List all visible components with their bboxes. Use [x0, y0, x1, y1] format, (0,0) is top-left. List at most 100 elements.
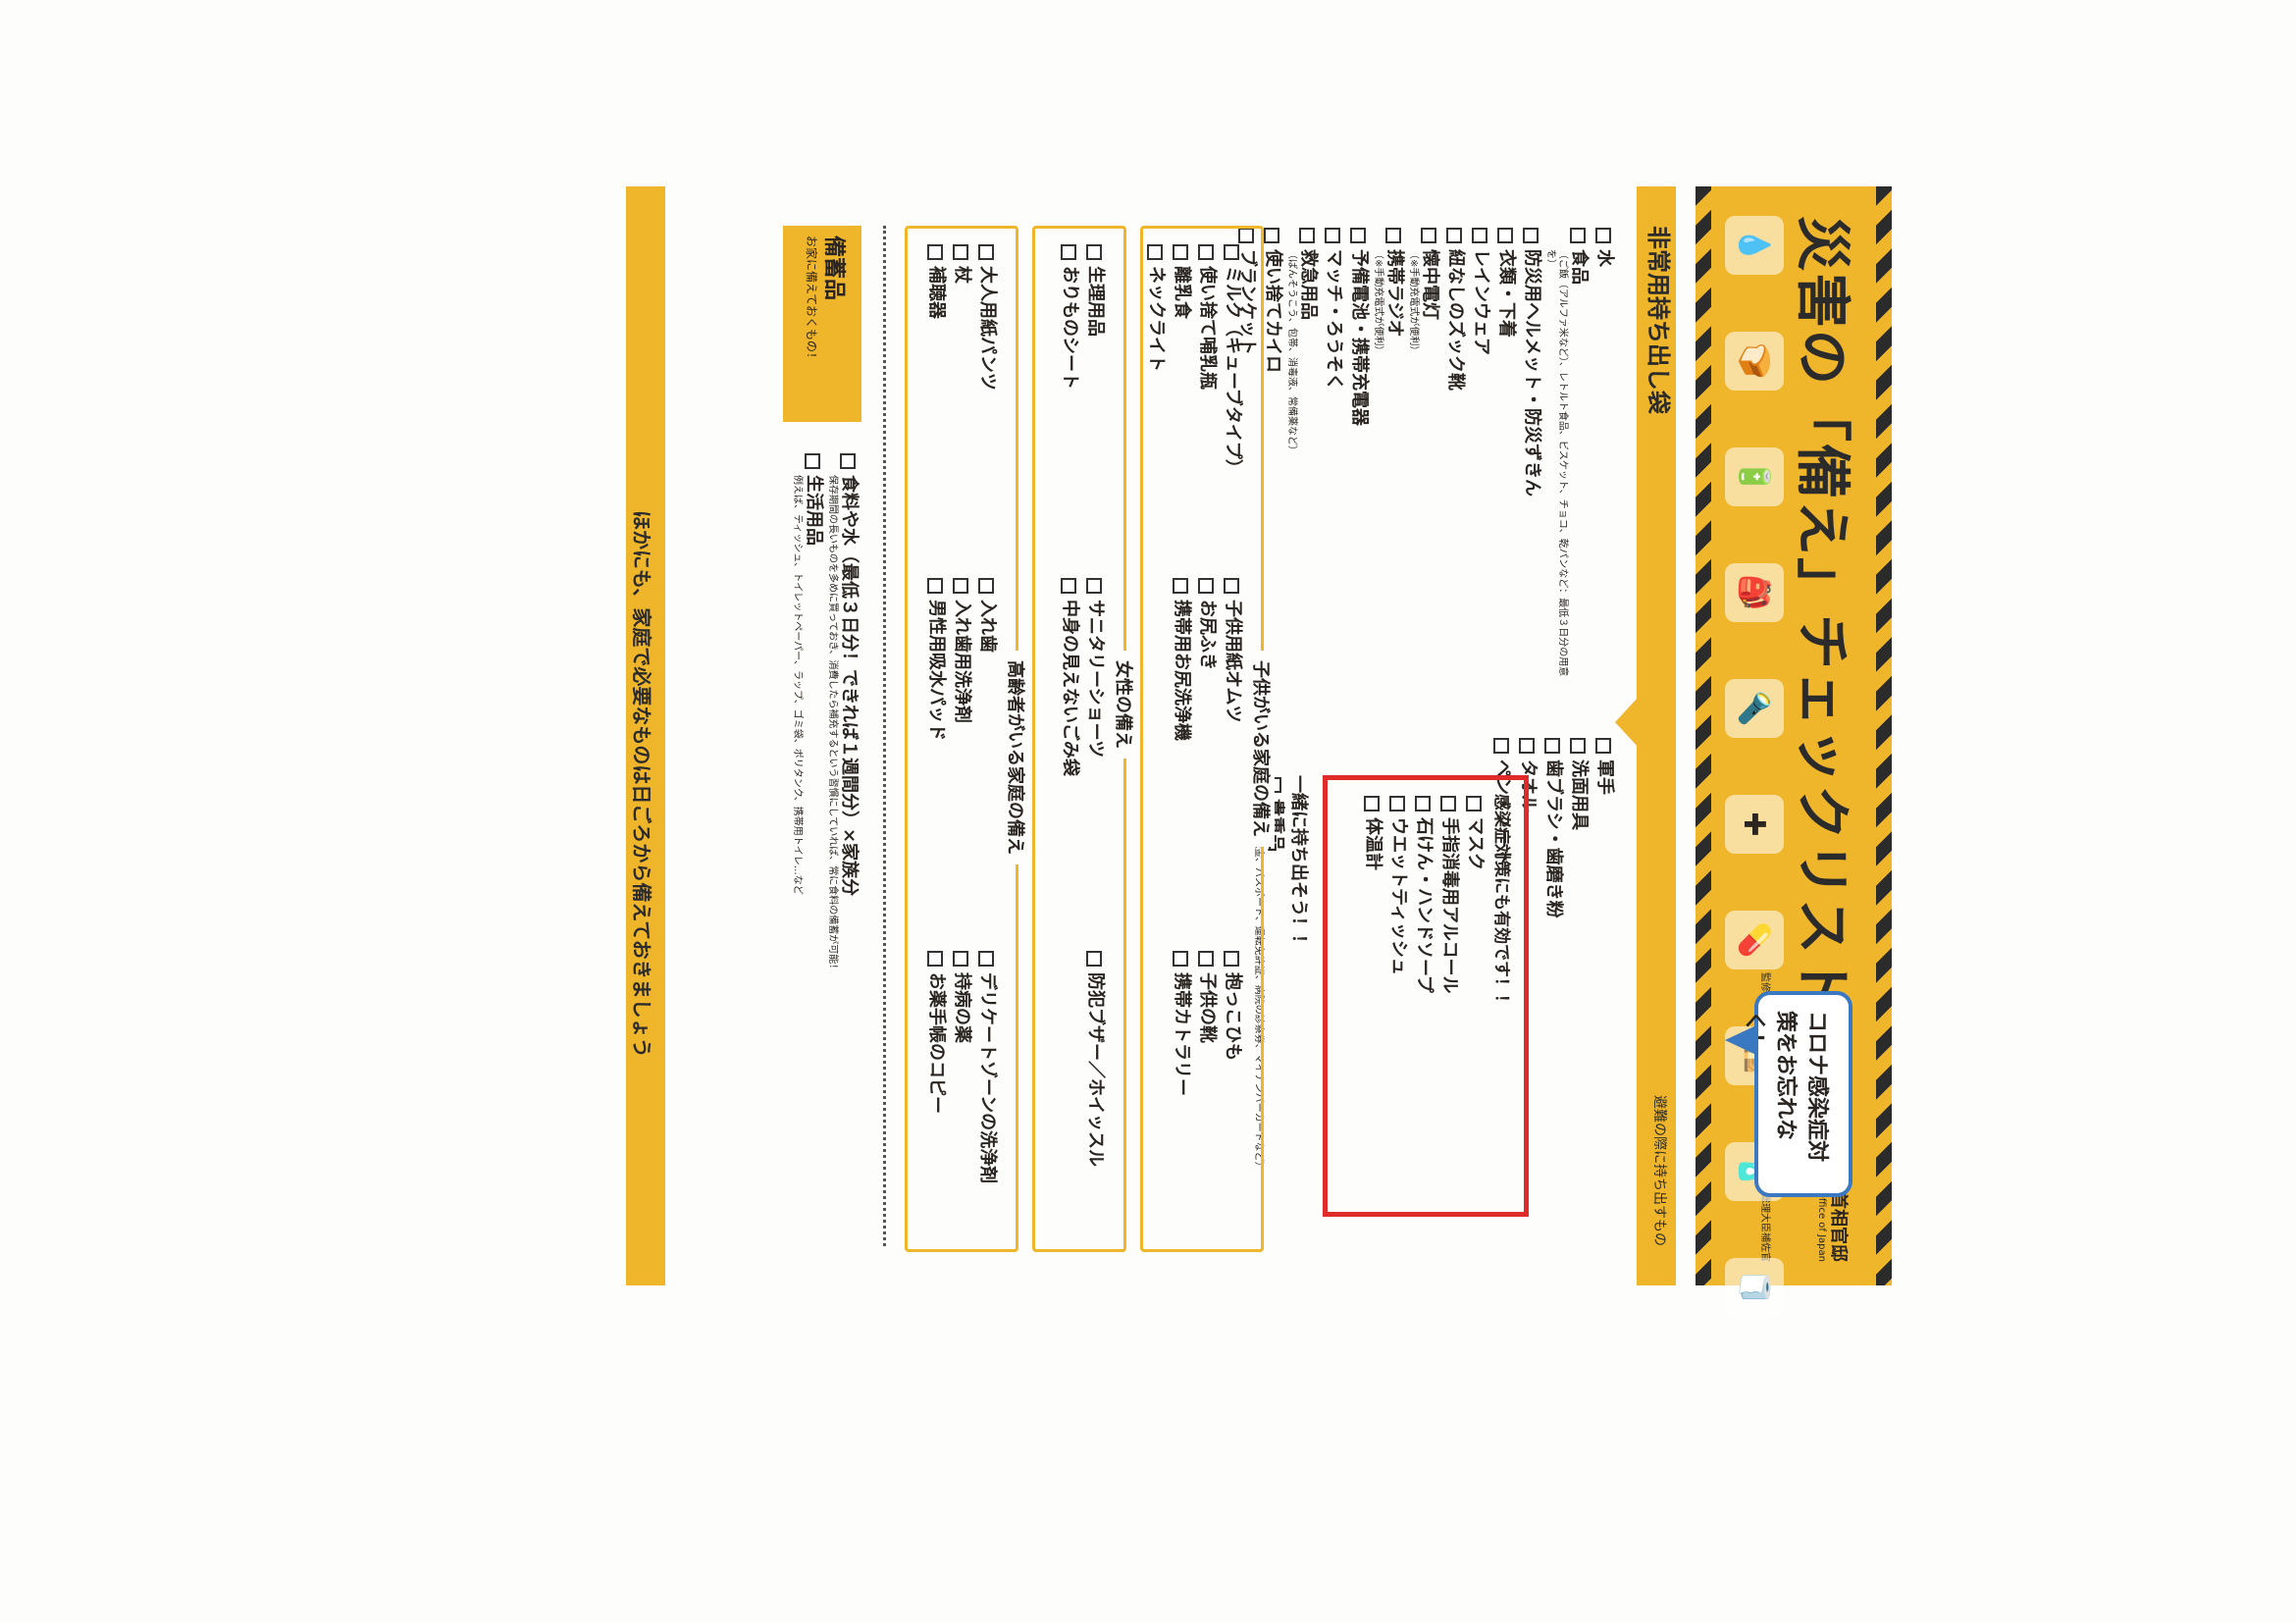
item-note: （※手動充電式が便利）	[1373, 249, 1383, 356]
item-label: デリケートゾーンの洗浄剤	[977, 972, 998, 1184]
checklist-item[interactable]: 防犯ブザー／ホイッスル	[1082, 949, 1108, 1243]
section-title: 非常用持ち出し袋	[1644, 226, 1672, 414]
family-elderly-box: 高齢者がいる家庭の備え 大人用紙パンツ 入れ歯 デリケートゾーンの洗浄剤 杖 入…	[905, 226, 1029, 1252]
checklist-item[interactable]: 紐なしのズック靴	[1442, 226, 1468, 677]
item-label: 持病の薬	[952, 972, 972, 1043]
checklist-item[interactable]: 入れ歯用洗浄剤	[949, 576, 974, 949]
item-label: 補聴器	[926, 266, 947, 319]
checklist-item[interactable]: 洗面用具	[1566, 736, 1592, 1246]
checklist-item[interactable]: 抱っこひも	[1220, 949, 1245, 1243]
checklist-item[interactable]: 子供用紙オムツ	[1220, 576, 1245, 949]
checklist-item[interactable]: 予備電池・携帯充電器	[1346, 226, 1372, 677]
medicine-icon: 💊	[1725, 911, 1784, 969]
emergency-bag-list-1: 水 食品（ご飯（アルファ米など）、レトルト食品、ビスケット、チョコ、乾パンなど：…	[1234, 226, 1617, 677]
item-label: 体温計	[1363, 817, 1383, 870]
item-label: 予備電池・携帯充電器	[1349, 249, 1370, 426]
checklist-item[interactable]: ウエットティッシュ	[1385, 794, 1411, 1212]
checklist-item[interactable]: 救急用品（ばんそうこう、包帯、消毒液、常備薬など）	[1285, 226, 1321, 677]
family-women-box: 女性の備え 生理用品 サニタリーショーツ 防犯ブザー／ホイッスル おりものシート…	[1032, 226, 1137, 1252]
item-label: 子供の靴	[1197, 972, 1218, 1043]
item-label: 防犯ブザー／ホイッスル	[1085, 972, 1106, 1167]
checklist-item[interactable]: 入れ歯	[974, 576, 1000, 949]
family-title: 高齢者がいる家庭の備え	[1004, 651, 1029, 864]
item-note: （ご飯（アルファ米など）、レトルト食品、ビスケット、チョコ、乾パンなど：最低３日…	[1545, 249, 1568, 677]
hazard-stripe	[1876, 186, 1892, 1285]
item-label: マッチ・ろうそく	[1324, 249, 1344, 391]
hazard-stripe	[1696, 186, 1711, 1285]
item-label: 生理用品	[1085, 266, 1106, 337]
family-title: 子供がいる家庭の備え	[1249, 651, 1275, 847]
checklist-item[interactable]: 携帯ラジオ（※手動充電式が便利）	[1372, 226, 1407, 677]
checklist-item[interactable]: 軍手	[1592, 736, 1617, 1246]
checklist-item[interactable]: 歯ブラシ・歯磨き粉	[1540, 736, 1566, 1246]
checklist-item[interactable]: マッチ・ろうそく	[1321, 226, 1346, 677]
flashlight-icon: 🔦	[1725, 679, 1784, 738]
checklist-item[interactable]: 石けん・ハンドソープ	[1411, 794, 1436, 1212]
checklist-item[interactable]: レインウェア	[1468, 226, 1493, 677]
item-label: サニタリーショーツ	[1085, 600, 1106, 759]
checklist-item[interactable]: 食料や水（最低３日分！できれば１週間分）×家族分保存期間の長いものを多めに買って…	[826, 451, 861, 1256]
checklist-item[interactable]: ミルク（キューブタイプ）	[1220, 242, 1245, 576]
checklist-item[interactable]: 生理用品	[1082, 242, 1108, 576]
checklist-item[interactable]: 食品（ご飯（アルファ米など）、レトルト食品、ビスケット、チョコ、乾パンなど：最低…	[1544, 226, 1592, 677]
checklist-item[interactable]: 子供の靴	[1194, 949, 1220, 1243]
checklist-item[interactable]: お尻ふき	[1194, 576, 1220, 949]
infection-prevention-box: 感染症対策にも有効です！！ マスク 手指消毒用アルコール 石けん・ハンドソープ …	[1323, 775, 1529, 1217]
checklist-item[interactable]: 使い捨て哺乳瓶	[1194, 242, 1220, 576]
checklist-sheet: 災害の「備え」チェックリスト 首相官邸 Prime Minister's Off…	[567, 186, 1892, 1317]
checklist-item[interactable]: 携帯用お尻洗浄機	[1169, 576, 1194, 949]
item-label: 水	[1594, 249, 1615, 267]
bag-icon: 🎒	[1725, 563, 1784, 622]
checklist-item[interactable]: 離乳食	[1169, 242, 1194, 576]
checklist-item[interactable]: デリケートゾーンの洗浄剤	[974, 949, 1000, 1243]
item-label: ミルク（キューブタイプ）	[1223, 266, 1243, 477]
item-label: 救急用品	[1298, 249, 1319, 320]
item-label: 携帯用お尻洗浄機	[1172, 600, 1192, 741]
dotted-divider	[883, 226, 886, 1246]
item-label: 軍手	[1594, 759, 1615, 795]
checklist-item[interactable]: おりものシート	[1057, 242, 1082, 576]
checklist-item[interactable]: サニタリーショーツ	[1082, 576, 1108, 949]
family-title: 女性の備え	[1112, 651, 1137, 759]
item-label: 紐なしのズック靴	[1445, 249, 1466, 391]
checklist-item[interactable]: 男性用吸水パッド	[923, 576, 949, 949]
stockpile-subtitle: お家に備えておくもの！	[805, 236, 818, 365]
tissue-icon: 🧻	[1725, 1258, 1784, 1317]
item-label: 抱っこひも	[1223, 972, 1243, 1061]
item-label: 男性用吸水パッド	[926, 600, 947, 741]
checklist-item[interactable]: 体温計	[1360, 794, 1385, 1212]
item-label: 石けん・ハンドソープ	[1414, 817, 1435, 993]
item-label: 子供用紙オムツ	[1223, 600, 1243, 723]
checklist-item[interactable]: 手指消毒用アルコール	[1436, 794, 1462, 1212]
item-note: （ばんそうこう、包帯、消毒液、常備薬など）	[1286, 249, 1297, 455]
checklist-item[interactable]: ネックライト	[1143, 242, 1169, 576]
checklist-item[interactable]: 大人用紙パンツ	[974, 242, 1000, 576]
checklist-item[interactable]: お薬手帳のコピー	[923, 949, 949, 1243]
infection-list: マスク 手指消毒用アルコール 石けん・ハンドソープ ウエットティッシュ 体温計	[1360, 794, 1487, 1212]
checklist-item[interactable]: 懐中電灯（※手動充電式が便利）	[1407, 226, 1442, 677]
checklist-item[interactable]: 水	[1592, 226, 1617, 677]
family-children-box: 子供がいる家庭の備え ミルク（キューブタイプ） 子供用紙オムツ 抱っこひも 使い…	[1140, 226, 1275, 1252]
checklist-item[interactable]: 生活用品例えば、ティッシュ、トイレットペーパー、ラップ、ゴミ袋、ポリタンク、携帯…	[791, 451, 826, 1256]
item-label: 中身の見えないごみ袋	[1060, 600, 1080, 776]
checklist-item[interactable]: 中身の見えないごみ袋	[1057, 576, 1082, 949]
item-label: 食品	[1569, 249, 1590, 285]
item-label: 食料や水（最低３日分！できれば１週間分）×家族分	[839, 475, 860, 897]
checklist-item[interactable]: 杖	[949, 242, 974, 576]
checklist-item[interactable]: 持病の薬	[949, 949, 974, 1243]
checklist-item[interactable]: 補聴器	[923, 242, 949, 576]
checklist-item[interactable]: 携帯カトラリー	[1169, 949, 1194, 1243]
item-label: ウエットティッシュ	[1388, 817, 1409, 975]
item-label: 入れ歯用洗浄剤	[952, 600, 972, 723]
item-label: 防災用ヘルメット・防災ずきん	[1522, 249, 1542, 497]
item-label: おりものシート	[1060, 266, 1080, 390]
item-label: レインウェア	[1471, 249, 1491, 355]
checklist-item[interactable]: 衣類・下着	[1493, 226, 1519, 677]
item-label: 使い捨て哺乳瓶	[1197, 266, 1218, 390]
emergency-bag-section-header: 非常用持ち出し袋 避難の際に持ち出すもの	[1615, 186, 1686, 1285]
checklist-item[interactable]: マスク	[1462, 794, 1487, 1212]
item-label: 衣類・下着	[1496, 249, 1517, 338]
covid-reminder-callout: コロナ感染症対策をお忘れなく！	[1742, 991, 1852, 1197]
checklist-item[interactable]: 防災用ヘルメット・防災ずきん	[1519, 226, 1544, 677]
water-icon: 💧	[1725, 216, 1784, 275]
